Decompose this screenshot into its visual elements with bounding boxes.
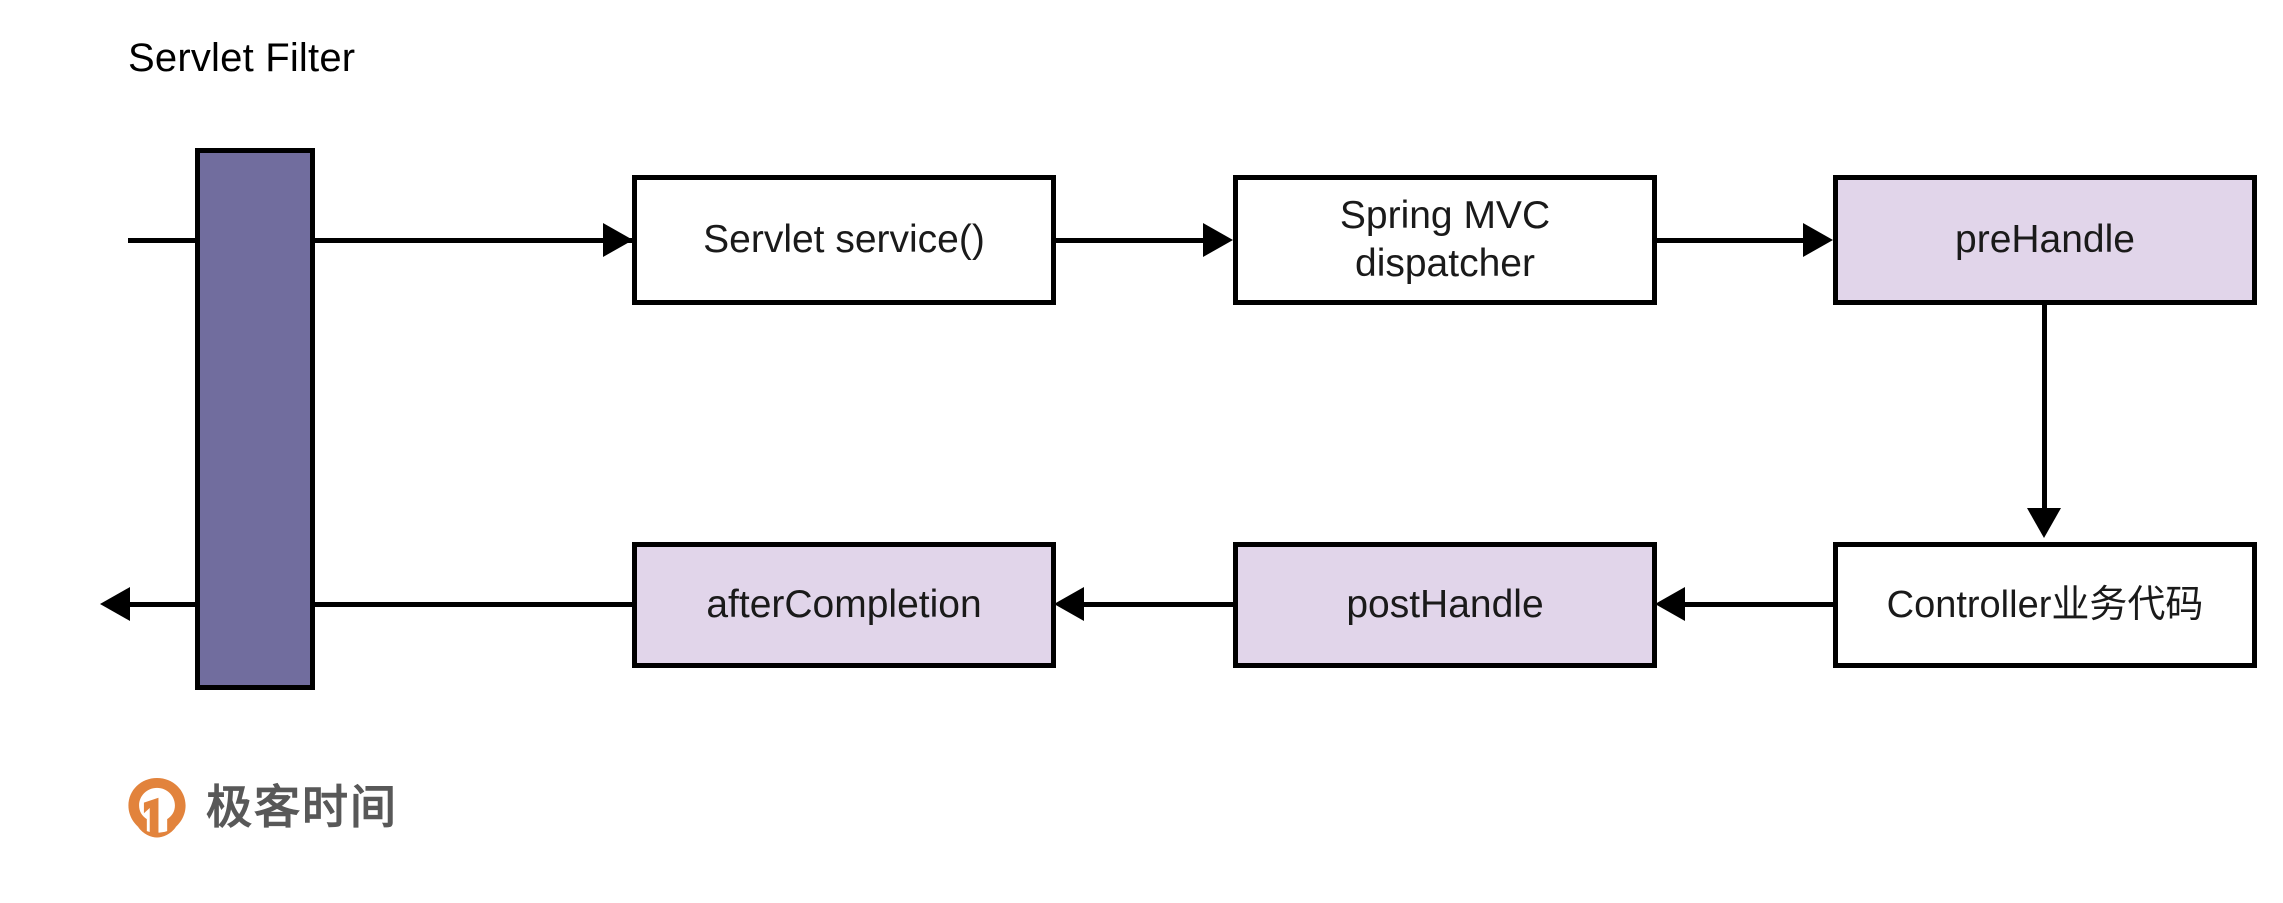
edge-controller-to-posthandle-line <box>1685 602 1835 607</box>
node-posthandle-label: postHandle <box>1346 583 1544 626</box>
node-controller: Controller业务代码 <box>1833 542 2257 668</box>
edge-response-out-arrowhead <box>100 587 130 621</box>
edge-prehandle-to-controller-line <box>2042 305 2047 513</box>
edge-request-in-arrowhead <box>603 223 633 257</box>
servlet-filter-bar <box>195 148 315 690</box>
brand-watermark: 极客时间 <box>126 776 398 838</box>
node-servlet-service: Servlet service() <box>632 175 1056 305</box>
page-title: Servlet Filter <box>128 36 356 80</box>
node-prehandle-label: preHandle <box>1955 218 2135 261</box>
node-controller-label: Controller业务代码 <box>1886 584 2204 626</box>
geektime-logo-icon <box>126 776 188 838</box>
edge-posthandle-to-aftercompletion-line <box>1084 602 1234 607</box>
edge-servlet-to-mvc-line <box>1056 238 1204 243</box>
edge-controller-to-posthandle-arrowhead <box>1655 587 1685 621</box>
node-aftercompletion: afterCompletion <box>632 542 1056 668</box>
edge-request-in-line <box>128 238 638 243</box>
edge-posthandle-to-aftercompletion-arrowhead <box>1054 587 1084 621</box>
edge-aftercompletion-to-response-line <box>130 602 635 607</box>
node-posthandle: postHandle <box>1233 542 1657 668</box>
edge-mvc-to-prehandle-arrowhead <box>1803 223 1833 257</box>
node-prehandle: preHandle <box>1833 175 2257 305</box>
edge-mvc-to-prehandle-line <box>1657 238 1805 243</box>
brand-name: 极客时间 <box>206 781 398 833</box>
node-servlet-service-label: Servlet service() <box>703 218 985 261</box>
node-spring-mvc-dispatcher: Spring MVC dispatcher <box>1233 175 1657 305</box>
edge-prehandle-to-controller-arrowhead <box>2027 508 2061 538</box>
edge-servlet-to-mvc-arrowhead <box>1203 223 1233 257</box>
node-spring-mvc-dispatcher-label: Spring MVC dispatcher <box>1339 194 1551 285</box>
node-aftercompletion-label: afterCompletion <box>706 583 982 626</box>
